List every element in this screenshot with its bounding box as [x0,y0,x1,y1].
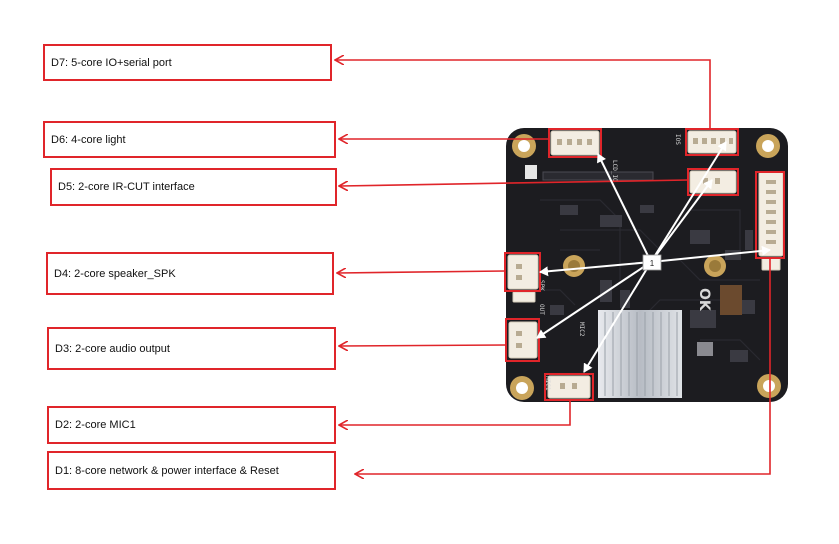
highlight-d5 [687,168,739,196]
label-d3-text: D3: 2-core audio output [55,342,170,355]
silk-out: OUT [538,304,545,315]
connector-d2 [547,375,591,399]
label-d6: D6: 4-core light [43,121,336,158]
connector-d6 [550,130,600,156]
board-logo: OK [696,288,712,312]
callout-line-d7 [336,60,711,129]
pointer-arrows [536,141,771,373]
label-d3: D3: 2-core audio output [47,327,336,370]
crystal [697,342,713,356]
label-d2-text: D2: 2-core MIC1 [55,419,136,431]
silk-lcd-io: LCD_IO [611,160,618,182]
inductor [720,285,742,315]
label-d4-text: D4: 2-core speaker_SPK [54,267,176,280]
mounting-holes [510,134,781,400]
center-marker-label: 1 [650,259,655,268]
highlight-d7 [685,128,739,156]
callout-line-d5 [340,179,689,186]
callout-line-d3 [340,345,507,346]
label-d6-text: D6: 4-core light [51,133,126,146]
center-marker: 1 [642,254,662,271]
silk-spk: SPK [538,280,545,291]
silkscreen: LCD_IO IOS MIC2 OUT SPK MIC1 [538,134,681,391]
label-d7: D7: 5-core IO+serial port [43,44,332,81]
label-d1: D1: 8-core network & power interface & R… [47,451,336,490]
connector-d5 [689,170,737,194]
silk-mic2: MIC2 [578,322,585,337]
callout-line-d2 [340,400,571,425]
connector-pins [516,138,776,389]
fpc-connector [542,171,654,181]
callout-lines [336,60,771,474]
connector-d3 [508,321,538,359]
connector-d4 [507,254,539,290]
silk-ios: IOS [674,134,681,145]
callout-line-d4 [338,271,506,273]
white-component [525,165,537,179]
highlight-d2 [544,373,594,401]
heatsink [598,310,682,398]
label-d5: D5: 2-core IR-CUT interface [50,168,337,206]
label-d2: D2: 2-core MIC1 [47,406,336,444]
label-d5-text: D5: 2-core IR-CUT interface [58,181,195,193]
label-d1-text: D1: 8-core network & power interface & R… [55,464,279,477]
label-d7-text: D7: 5-core IO+serial port [51,56,172,69]
highlight-d3 [505,318,540,362]
silk-mic1: MIC1 [544,376,551,391]
label-d4: D4: 2-core speaker_SPK [46,252,334,295]
callout-line-d1 [356,258,771,474]
highlight-d6 [548,128,602,158]
